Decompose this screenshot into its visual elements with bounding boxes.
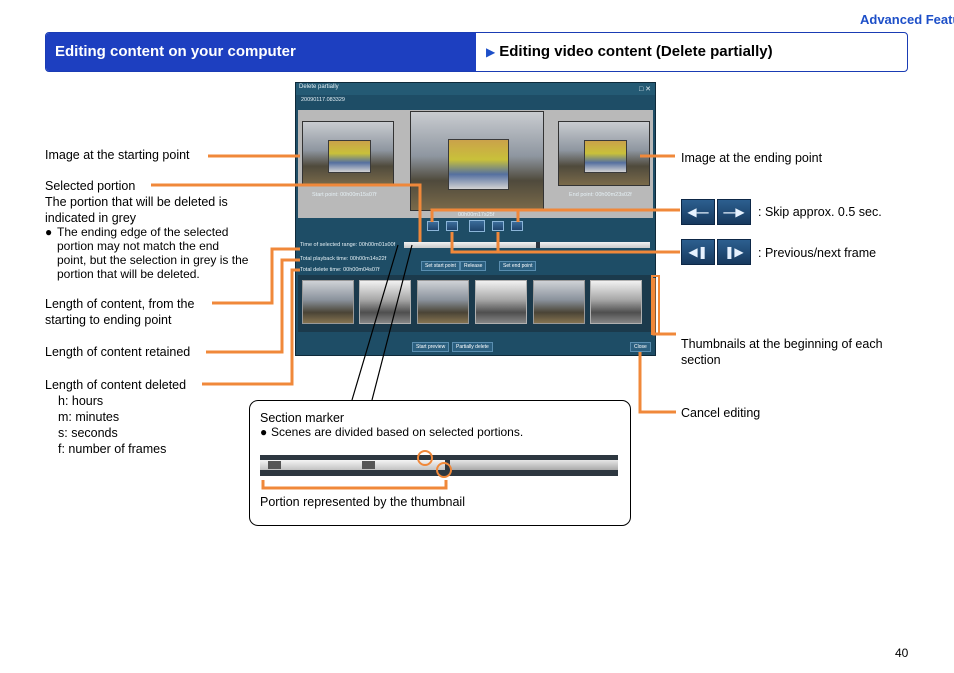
unit-seconds: s: seconds xyxy=(58,426,118,440)
label-frame: : Previous/next frame xyxy=(758,246,877,260)
window-subtitle: 20090117.083329 xyxy=(301,97,345,103)
bullet-icon: ● xyxy=(45,225,53,239)
unit-minutes: m: minutes xyxy=(58,410,120,424)
zoom-lines xyxy=(351,244,413,401)
label-cancel: Cancel editing xyxy=(681,406,761,420)
help-icon[interactable]: □ xyxy=(638,86,644,93)
label-thumbs-1: Thumbnails at the beginning of each xyxy=(681,337,883,351)
label-selected-desc-1: The portion that will be deleted is xyxy=(45,195,228,209)
header-right: ▶Editing video content (Delete partially… xyxy=(486,43,773,60)
label-retained: Length of content retained xyxy=(45,345,191,359)
triangle-icon: ▶ xyxy=(486,45,496,59)
thumbnail[interactable] xyxy=(590,280,642,324)
callout-footer: Portion represented by the thumbnail xyxy=(260,495,465,509)
thumbs-highlight xyxy=(651,275,660,335)
line-deleted xyxy=(202,268,300,386)
thumbnail[interactable] xyxy=(475,280,527,324)
bullet-icon: ● xyxy=(260,425,268,439)
unit-frames: f: number of frames xyxy=(58,442,167,456)
header-left-title: Editing content on your computer xyxy=(55,43,296,60)
label-thumbs-2: section xyxy=(681,353,721,367)
next-frame-icon: ❚▶ xyxy=(717,239,751,265)
start-image xyxy=(302,121,394,186)
page-number: 40 xyxy=(895,646,909,660)
zoomed-remaining-track xyxy=(450,460,618,470)
zoomed-selected-track xyxy=(260,460,445,470)
start-point-text: Start point: 00h00m15s07f xyxy=(312,192,377,198)
line-thumbs xyxy=(652,278,676,336)
zoomed-marker xyxy=(362,461,375,469)
thumbnail[interactable] xyxy=(417,280,469,324)
set-start-button[interactable]: Set start point xyxy=(421,261,460,271)
bullet-text-2: portion may not match the end xyxy=(57,239,220,253)
header-right-title: Editing video content (Delete partially) xyxy=(499,43,773,60)
end-point-text: End point: 00h00m23s02f xyxy=(569,192,632,198)
header-left: Editing content on your computer xyxy=(46,33,476,71)
prev-frame-icon: ◀❚ xyxy=(681,239,715,265)
main-preview xyxy=(410,111,544,211)
line-frame xyxy=(450,232,680,254)
partially-delete-button[interactable]: Partially delete xyxy=(452,342,493,352)
line-thumbnail-span xyxy=(261,480,448,490)
thumbnail[interactable] xyxy=(302,280,354,324)
callout-bullet: Scenes are divided based on selected por… xyxy=(271,425,524,439)
unit-hours: h: hours xyxy=(58,394,104,408)
line-cancel xyxy=(638,352,676,414)
skip-back-icon: ◀― xyxy=(681,199,715,225)
bullet-text-1: The ending edge of the selected xyxy=(57,225,229,239)
label-selected-portion: Selected portion xyxy=(45,179,136,193)
release-button[interactable]: Release xyxy=(460,261,487,271)
close-button[interactable]: Close xyxy=(630,342,651,352)
label-skip: : Skip approx. 0.5 sec. xyxy=(758,205,882,219)
label-length-1: Length of content, from the xyxy=(45,297,195,311)
thumbnail[interactable] xyxy=(533,280,585,324)
line-retained xyxy=(206,258,300,354)
marker-circle xyxy=(436,462,452,478)
timeline-bar[interactable] xyxy=(404,242,650,248)
label-selected-desc-2: indicated in grey xyxy=(45,211,137,225)
window-titlebar: Delete partially xyxy=(296,83,655,95)
bullet-text-3: point, but the selection in grey is the xyxy=(57,253,249,267)
label-start-image: Image at the starting point xyxy=(45,148,190,162)
zoomed-marker xyxy=(268,461,281,469)
start-preview-button[interactable]: Start preview xyxy=(412,342,450,352)
skip-forward-icon: ―▶ xyxy=(717,199,751,225)
line-selected-portion xyxy=(151,183,422,242)
timecode-text: 00h00m17s25f xyxy=(458,212,495,218)
playback-time-text: Total playback time: 00h00m14s22f xyxy=(300,256,387,262)
window-controls: □ ✕ xyxy=(639,85,651,93)
set-end-button[interactable]: Set end point xyxy=(499,261,537,271)
next-frame-button[interactable] xyxy=(492,221,504,231)
selected-range-text: Time of selected range: 00h00m01s00f xyxy=(300,242,396,248)
label-end-image: Image at the ending point xyxy=(681,151,823,165)
prev-frame-button[interactable] xyxy=(446,221,458,231)
marker-circle xyxy=(417,450,433,466)
page-header: Editing content on your computer ▶Editin… xyxy=(45,32,908,72)
play-button[interactable] xyxy=(469,220,485,232)
label-deleted: Length of content deleted xyxy=(45,378,187,392)
callout-title: Section marker xyxy=(260,411,345,425)
window-title: Delete partially xyxy=(299,84,339,90)
delete-partially-window: Delete partially □ ✕ 20090117.083329 Sta… xyxy=(295,82,656,356)
delete-time-text: Total delete time: 00h00m04s07f xyxy=(300,267,380,273)
close-icon[interactable]: ✕ xyxy=(645,86,651,93)
end-image xyxy=(558,121,650,186)
timeline-marker xyxy=(536,242,540,248)
bullet-text-4: portion that will be deleted. xyxy=(57,267,200,281)
label-length-2: starting to ending point xyxy=(45,313,172,327)
section-title: Advanced Features xyxy=(860,12,954,27)
line-length xyxy=(212,247,300,305)
line-skip xyxy=(430,208,680,222)
